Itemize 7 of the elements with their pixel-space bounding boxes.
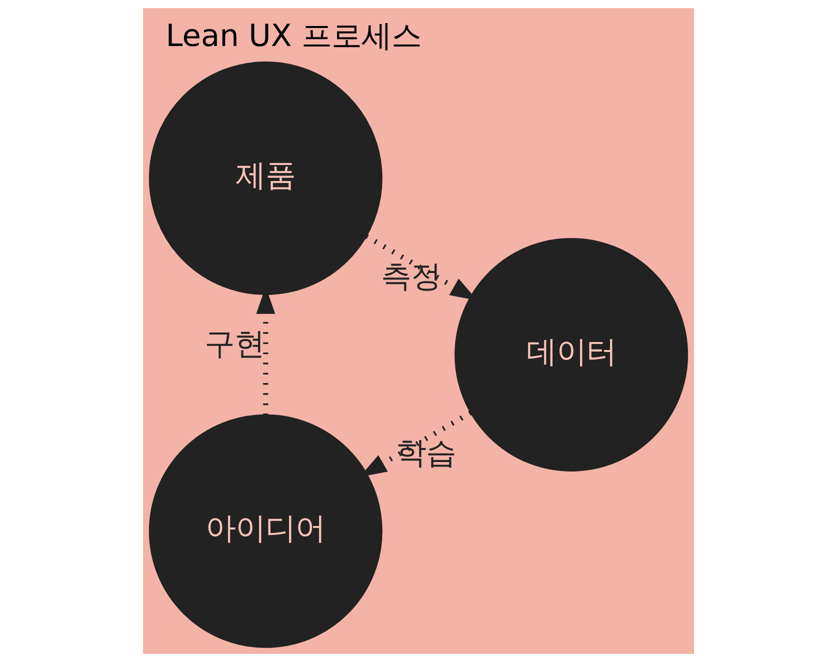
diagram-title: Lean UX 프로세스: [166, 19, 422, 54]
edge-label: 학습: [396, 436, 456, 471]
edge-label: 측정: [380, 259, 441, 294]
edge-label: 구현: [204, 326, 264, 362]
node-circle: 데이터: [454, 238, 688, 472]
node-circle: 아이디어: [148, 414, 382, 648]
node-circle: 제품: [148, 61, 382, 295]
